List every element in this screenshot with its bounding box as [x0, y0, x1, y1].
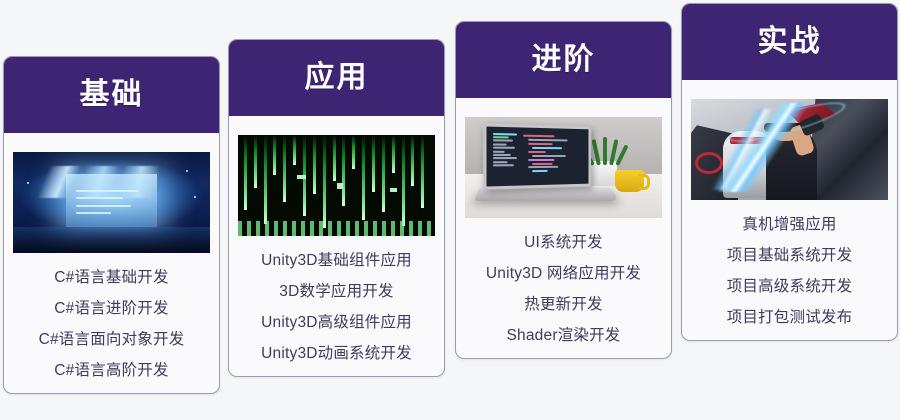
laptop-base-shape [474, 187, 618, 201]
course-item[interactable]: Unity3D 网络应用开发 [485, 265, 642, 283]
course-item-list: Unity3D基础组件应用 3D数学应用开发 Unity3D高级组件应用 Uni… [239, 236, 434, 362]
course-item[interactable]: Unity3D高级组件应用 [261, 314, 412, 332]
course-item[interactable]: UI系统开发 [524, 234, 603, 251]
course-item[interactable]: 项目高级系统开发 [726, 278, 853, 296]
code-rain-column [362, 135, 366, 220]
code-rain-column [283, 135, 287, 202]
code-glyph [389, 187, 397, 192]
code-line [531, 146, 562, 149]
course-item[interactable]: Shader渲染开发 [506, 327, 621, 345]
course-item-list: C#语言基础开发 C#语言进阶开发 C#语言面向对象开发 C#语言高阶开发 [14, 253, 209, 379]
code-rain-column [243, 135, 247, 210]
code-rain-column [293, 135, 297, 166]
holo-screen-shape [66, 174, 157, 227]
stage-title: 实战 [757, 24, 822, 58]
screen-glyph [76, 211, 112, 214]
code-line [527, 150, 546, 153]
laptop-coding-desk-image [465, 117, 662, 218]
code-rain-column [253, 135, 257, 188]
course-item[interactable]: C#语言基础开发 [54, 269, 169, 286]
code-rain-column [381, 135, 385, 212]
code-line [492, 146, 515, 150]
code-rain-column [263, 135, 267, 224]
code-line [527, 158, 554, 161]
star-dot [186, 170, 189, 173]
course-item-list: 真机增强应用 项目基础系统开发 项目高级系统开发 项目打包测试发布 [692, 200, 887, 326]
course-item[interactable]: 3D数学应用开发 [279, 283, 394, 301]
code-line [531, 162, 552, 165]
stage-card-header: 进阶 [456, 22, 671, 98]
code-line [492, 150, 504, 153]
code-line [492, 136, 509, 139]
code-line [527, 138, 568, 142]
code-rain-column [342, 135, 346, 206]
stage-card-header: 实战 [682, 4, 897, 80]
screen-glyph [76, 204, 132, 207]
code-line [527, 166, 558, 169]
code-rain-column [401, 135, 405, 226]
course-item[interactable]: Unity3D动画系统开发 [261, 345, 412, 363]
code-rain-column [411, 135, 415, 186]
code-rain-floor [238, 220, 435, 236]
energy-blade-shape [706, 103, 821, 192]
desk-foreground-shape [13, 226, 210, 253]
screen-glyph [76, 190, 140, 193]
course-item-list: UI系统开发 Unity3D 网络应用开发 热更新开发 Shader渲染开发 [466, 218, 661, 344]
code-line [492, 161, 508, 164]
screen-glyph [76, 197, 124, 200]
course-item[interactable]: 项目基础系统开发 [726, 247, 853, 265]
code-line [492, 164, 514, 167]
code-rain-column [273, 135, 277, 176]
course-item[interactable]: Unity3D基础组件应用 [261, 252, 412, 269]
code-rain-column [391, 135, 395, 174]
code-rain-column [371, 135, 375, 192]
stage-card-advanced[interactable]: 进阶 [455, 21, 672, 360]
code-rain-column [322, 135, 326, 228]
stage-card-practice[interactable]: 实战 真机增强应用 项目基础系统开发 [681, 3, 898, 342]
code-line [492, 139, 513, 143]
code-line [492, 132, 517, 136]
code-line [492, 154, 511, 157]
stage-card-basics[interactable]: 基础 C#语言基础开发 C#语言进阶开发 C#语言面向对象开发 C#语言高阶开发 [3, 56, 220, 395]
code-line [531, 154, 566, 157]
cyberpunk-room-image [13, 152, 210, 253]
stage-title: 进阶 [531, 42, 596, 76]
stage-card-body: C#语言基础开发 C#语言进阶开发 C#语言面向对象开发 C#语言高阶开发 [4, 133, 219, 393]
star-dot [26, 182, 29, 185]
yellow-mug-shape [614, 169, 650, 192]
course-item[interactable]: C#语言面向对象开发 [38, 331, 185, 349]
code-rain-column [352, 135, 356, 170]
code-line [527, 142, 552, 145]
course-item[interactable]: C#语言高阶开发 [54, 362, 169, 380]
code-line [523, 134, 554, 138]
laptop-screen-shape [482, 123, 592, 190]
code-glyph [336, 183, 343, 190]
course-item[interactable]: 热更新开发 [524, 296, 603, 314]
course-item[interactable]: 真机增强应用 [742, 216, 837, 233]
stage-card-application[interactable]: 应用 [228, 39, 445, 378]
course-item[interactable]: 项目打包测试发布 [726, 309, 853, 327]
plant-leaf [602, 137, 607, 166]
matrix-code-rain-image [238, 135, 435, 236]
course-item[interactable]: C#语言进阶开发 [54, 300, 169, 318]
stage-card-body: UI系统开发 Unity3D 网络应用开发 热更新开发 Shader渲染开发 [456, 98, 671, 358]
code-rain-column [312, 135, 316, 194]
stage-title: 基础 [79, 77, 144, 111]
stage-card-body: 真机增强应用 项目基础系统开发 项目高级系统开发 项目打包测试发布 [682, 80, 897, 340]
code-line [492, 143, 507, 146]
code-glyph [297, 175, 307, 180]
stage-card-header: 基础 [4, 57, 219, 133]
code-line [531, 170, 548, 173]
code-line [492, 157, 517, 160]
vr-gaming-image [691, 99, 888, 200]
code-rain-column [332, 135, 336, 182]
stage-title: 应用 [304, 60, 369, 94]
code-rain-column [421, 135, 425, 208]
stage-card-header: 应用 [229, 40, 444, 116]
stage-card-body: Unity3D基础组件应用 3D数学应用开发 Unity3D高级组件应用 Uni… [229, 116, 444, 376]
star-dot [194, 196, 197, 199]
